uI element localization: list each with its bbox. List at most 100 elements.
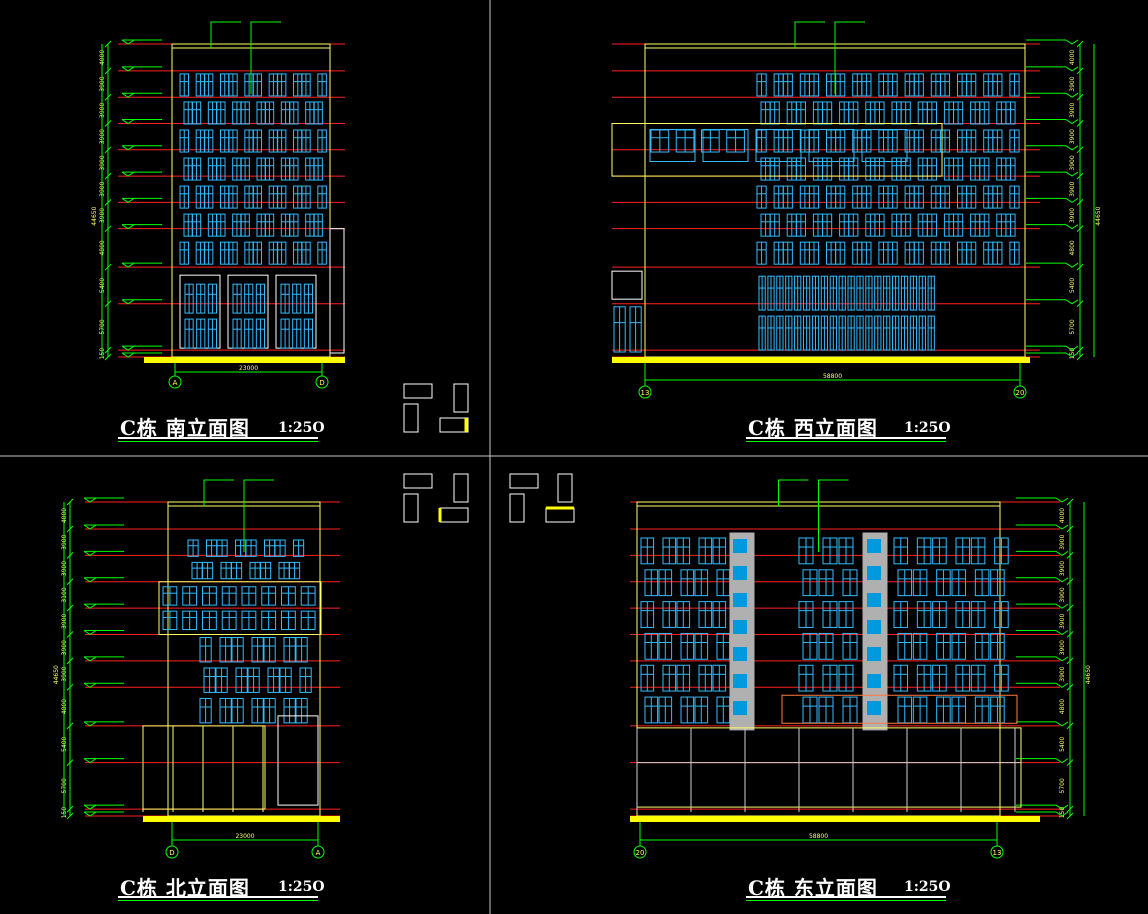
axis-label-right: 20 (1016, 389, 1025, 397)
dimension-tick (66, 525, 74, 533)
key-plan-middle-right (509, 473, 575, 523)
axis-label-left: D (169, 849, 174, 857)
level-marker (121, 39, 135, 45)
level-marker (121, 119, 135, 125)
width-dimension-text: 58800 (809, 833, 828, 840)
dimension-tick (104, 353, 112, 361)
balcony-glazing (649, 129, 696, 163)
level-marker (121, 299, 135, 305)
stair-window (867, 674, 881, 689)
floor-height-dimension: 3900 (1069, 155, 1076, 170)
axis-label-right: D (319, 379, 324, 387)
level-marker (121, 352, 135, 358)
north-title-underline-thin (118, 900, 318, 901)
level-marker (83, 524, 97, 530)
level-marker (83, 804, 97, 810)
level-marker (1065, 145, 1079, 151)
dimension-tick (1076, 120, 1084, 127)
level-marker (121, 224, 135, 230)
floor-height-dimension: 5400 (1069, 278, 1076, 293)
dimension-tick (104, 263, 112, 271)
level-marker (83, 577, 97, 583)
west-title-underline-thin (746, 441, 946, 442)
axis-bubble-right (315, 375, 329, 389)
podium-frame (142, 725, 266, 810)
level-marker (1055, 682, 1069, 688)
floor-height-dimension: 3900 (1059, 561, 1066, 576)
dimension-tick (104, 40, 112, 48)
floor-height-dimension: 150 (1059, 807, 1066, 819)
west-title-underline (746, 437, 946, 439)
key-plan-middle-left (403, 473, 469, 523)
dimension-tick (104, 146, 112, 154)
ground-line (630, 816, 1040, 822)
axis-bubble-left (168, 375, 182, 389)
balcony-glazing (808, 129, 855, 163)
dimension-tick (104, 300, 112, 308)
dimension-tick (66, 498, 74, 506)
south-elevation-title: C栋 南立面图 (120, 416, 250, 440)
entrance-hatch (611, 270, 643, 300)
balcony-glazing (861, 129, 908, 163)
floor-height-dimension: 3900 (1069, 208, 1076, 223)
level-marker (1055, 497, 1069, 503)
floor-height-dimension: 3900 (1059, 666, 1066, 681)
annotation-leader (210, 21, 241, 48)
level-marker (83, 721, 97, 727)
level-marker (1065, 224, 1079, 230)
side-annex (329, 228, 345, 354)
floor-height-dimension: 4000 (1059, 508, 1066, 523)
stair-window (733, 674, 747, 689)
level-marker (83, 630, 97, 636)
level-marker (1065, 299, 1079, 305)
dimension-tick (66, 759, 74, 766)
storefront-frame (275, 274, 317, 349)
width-dimension-text: 23000 (235, 833, 254, 840)
stair-window (867, 539, 881, 554)
west-elevation-scale: 1:25O (904, 420, 951, 436)
south-title-underline-thin (118, 441, 318, 442)
south-elevation-drawing: 4000390039003900390039003900480054005700… (91, 21, 345, 389)
ground-line (144, 357, 345, 363)
level-marker (83, 497, 97, 503)
floor-height-dimension: 150 (1069, 348, 1076, 360)
annotation-leader (203, 479, 234, 506)
floor-height-dimension: 3900 (1069, 76, 1076, 91)
dimension-tick (66, 604, 74, 612)
dimension-tick (1076, 263, 1084, 271)
level-marker (1055, 577, 1069, 583)
projecting-bay (158, 581, 322, 636)
level-marker (1055, 758, 1069, 764)
axis-bubble-left (165, 845, 179, 859)
level-marker (1065, 39, 1079, 45)
north-elevation-drawing: 4000390039003100390039003900480054005700… (53, 479, 340, 859)
level-marker (1065, 352, 1079, 358)
north-title-underline (118, 896, 318, 898)
dimension-tick (1066, 525, 1074, 533)
floor-height-dimension: 3900 (1059, 614, 1066, 629)
level-marker (1065, 171, 1079, 177)
level-marker (1065, 92, 1079, 98)
stair-window (733, 539, 747, 554)
total-height-dimension: 44650 (1095, 206, 1102, 225)
floor-height-dimension: 5700 (1069, 319, 1076, 334)
total-height-dimension: 44650 (91, 206, 98, 225)
ground-line (143, 816, 340, 822)
level-marker (83, 682, 97, 688)
dimension-tick (66, 552, 74, 559)
north-elevation-scale: 1:25O (278, 879, 325, 895)
axis-bubble-right (990, 845, 1004, 859)
axis-label-left: 20 (636, 849, 645, 857)
dimension-tick (1076, 353, 1084, 361)
balcony-glazing (755, 129, 802, 163)
dimension-tick (104, 120, 112, 127)
dimension-tick (1066, 498, 1074, 506)
axis-bubble-left (638, 385, 652, 399)
level-marker (121, 171, 135, 177)
dimension-tick (104, 172, 112, 180)
south-title-underline (118, 437, 318, 439)
dimension-tick (66, 578, 74, 586)
level-marker (1065, 119, 1079, 125)
dimension-tick (66, 805, 74, 813)
